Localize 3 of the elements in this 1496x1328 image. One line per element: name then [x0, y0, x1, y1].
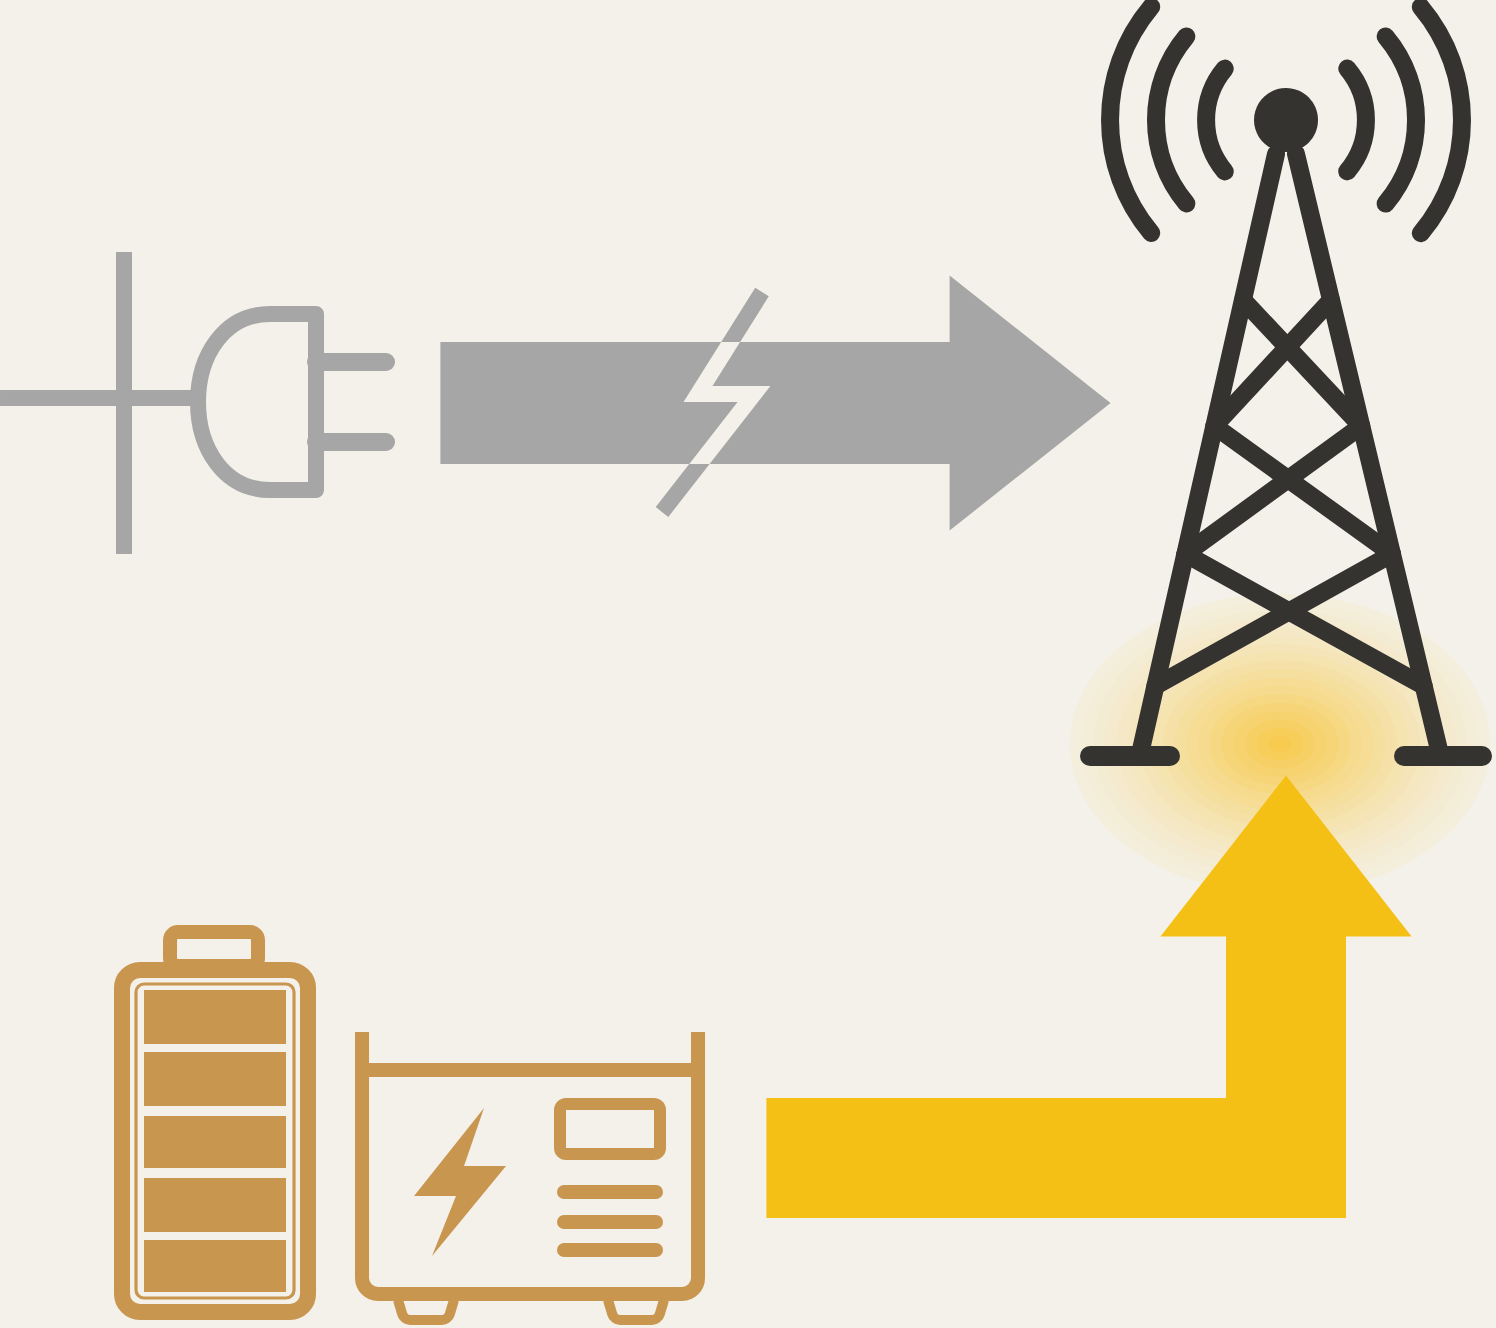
power-plug — [0, 252, 395, 554]
generator — [355, 1032, 705, 1325]
radio-tower — [1080, 0, 1492, 766]
